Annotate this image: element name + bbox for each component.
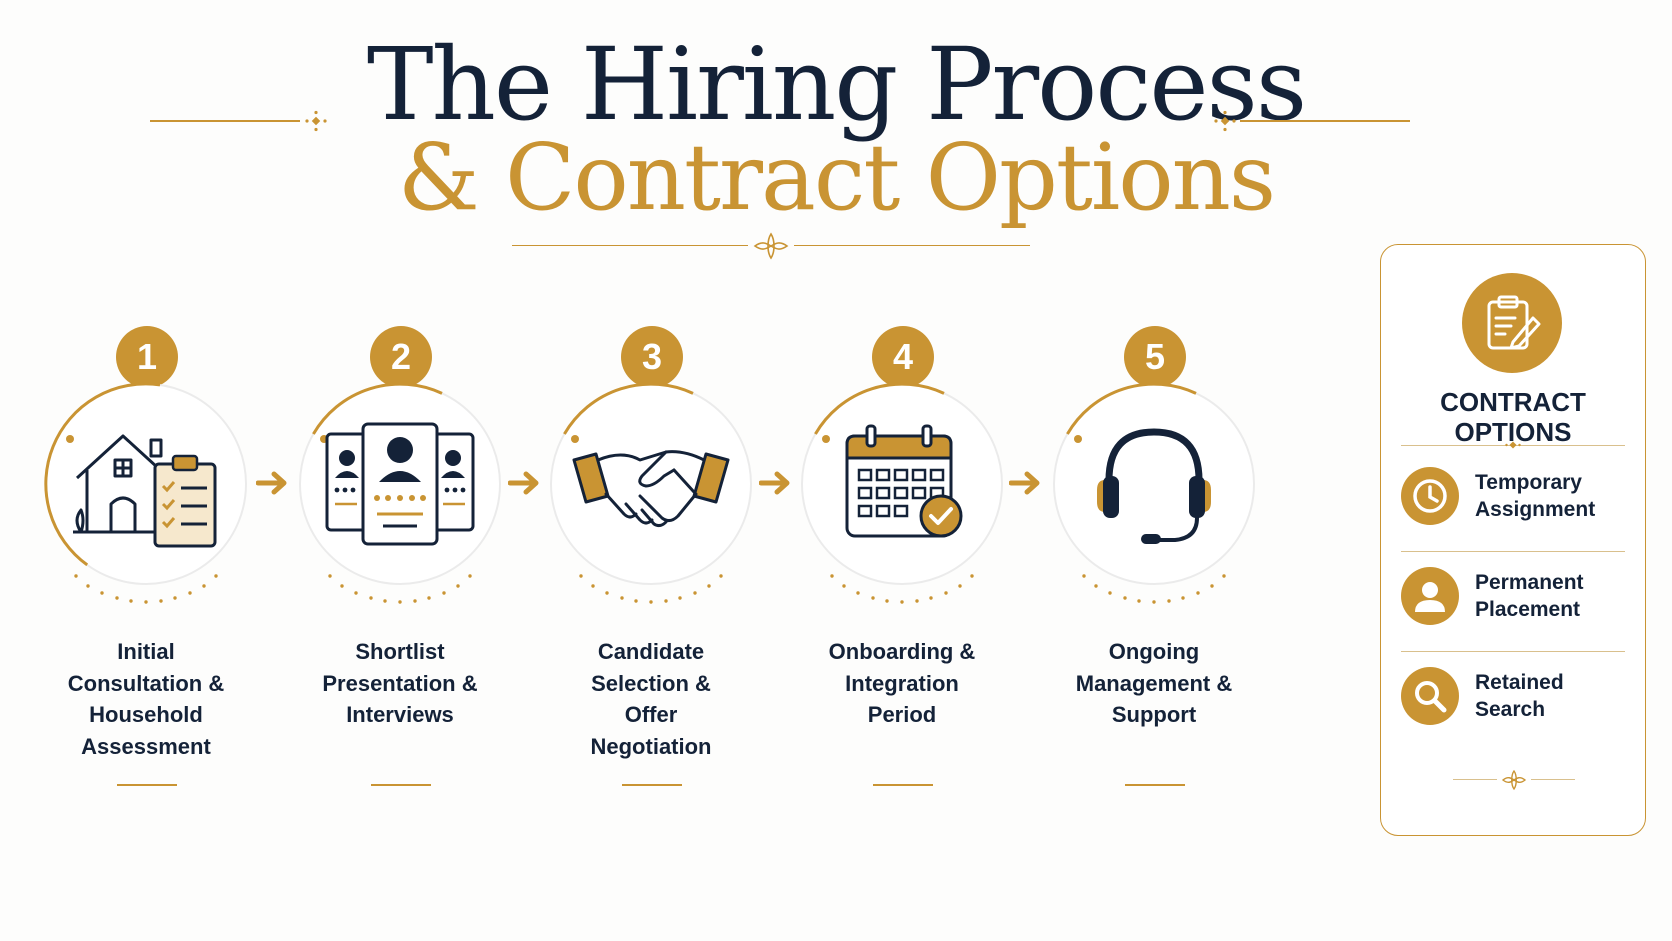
subtitle-rule-left [512, 245, 748, 246]
step-number-badge: 4 [872, 326, 934, 388]
title-line-1: The Hiring Process [366, 26, 1307, 143]
step-underline [117, 784, 177, 786]
title-rule-right [1240, 120, 1410, 122]
subtitle-rule-right [794, 245, 1030, 246]
contract-option-retained: Retained Search [1401, 663, 1631, 729]
arrow-right-icon [508, 471, 539, 495]
panel-footer-rule-right [1531, 779, 1575, 780]
process-step-3: 3 Candidate Selection & Offer Negotiatio… [531, 300, 771, 840]
panel-divider [1401, 651, 1625, 652]
diamond-ornament-left-icon [305, 110, 327, 132]
process-step-2: 2 Shortlist Presentation & Interviews [280, 300, 520, 840]
process-step-5: 5 Ongoing Management & Support [1034, 300, 1274, 840]
step-number-badge: 2 [370, 326, 432, 388]
arrow-right-icon [256, 471, 287, 495]
magnifier-icon [1401, 667, 1459, 725]
process-step-4: 4 Onboarding & Integration Period [782, 300, 1022, 840]
contract-options-panel: CONTRACT OPTIONS Temporary Assignment Pe… [1380, 244, 1646, 836]
option-label: Retained Search [1475, 671, 1564, 721]
step-label: Onboarding & Integration Period [828, 639, 976, 727]
handshake-icon [572, 420, 730, 550]
step-label: Ongoing Management & Support [1075, 639, 1233, 727]
candidate-profiles-icon [325, 420, 475, 550]
clipboard-pen-icon [1462, 273, 1562, 373]
contract-option-permanent: Permanent Placement [1401, 563, 1631, 629]
arrow-right-icon [1009, 471, 1040, 495]
diamond-ornament-icon [1505, 441, 1521, 449]
person-icon [1401, 567, 1459, 625]
step-ring [1053, 382, 1255, 604]
option-label: Permanent Placement [1475, 571, 1584, 621]
diamond-ornament-right-icon [1214, 110, 1236, 132]
option-label: Temporary Assignment [1475, 471, 1596, 521]
step-label: Shortlist Presentation & Interviews [322, 639, 478, 727]
flourish-ornament-icon [753, 232, 789, 260]
contract-option-temporary: Temporary Assignment [1401, 463, 1631, 529]
clock-icon [1401, 467, 1459, 525]
step-underline [1125, 784, 1185, 786]
step-number-badge: 3 [621, 326, 683, 388]
calendar-check-icon [837, 420, 967, 550]
flourish-ornament-icon [1501, 769, 1527, 791]
step-number-badge: 5 [1124, 326, 1186, 388]
step-number-badge: 1 [116, 326, 178, 388]
panel-footer-rule-left [1453, 779, 1497, 780]
step-label: Initial Consultation & Household Assessm… [67, 639, 225, 759]
step-label: Candidate Selection & Offer Negotiation [590, 639, 712, 759]
headset-icon [1089, 420, 1219, 550]
arrow-right-icon [759, 471, 790, 495]
house-clipboard-icon [73, 420, 217, 550]
panel-divider [1401, 551, 1625, 552]
title-line-2: & Contract Options [397, 124, 1276, 231]
step-underline [622, 784, 682, 786]
process-step-1: 1 Initial Consultation & House [26, 300, 266, 840]
step-underline [873, 784, 933, 786]
step-underline [371, 784, 431, 786]
title-rule-left [150, 120, 300, 122]
